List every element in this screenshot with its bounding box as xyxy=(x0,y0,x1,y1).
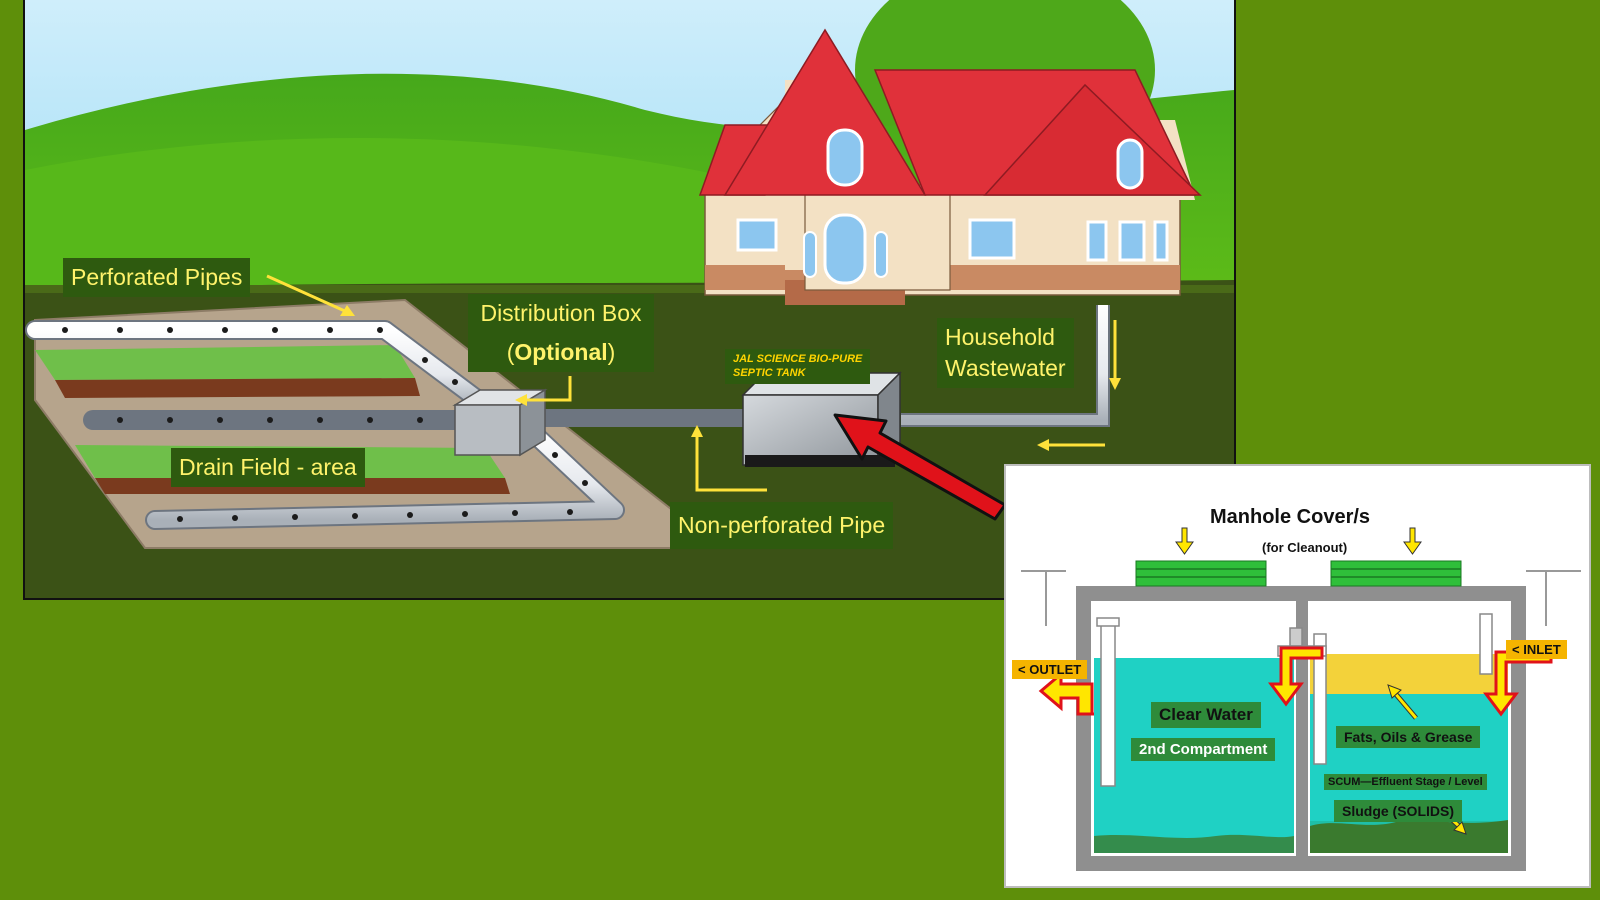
inlet-tag: < INLET xyxy=(1506,640,1567,659)
cross-section-illustration xyxy=(1021,527,1581,871)
tank-brand-label: JAL SCIENCE BIO-PURE SEPTIC TANK xyxy=(725,349,871,384)
household-wastewater-label: Household Wastewater xyxy=(937,318,1074,389)
perforated-pipes-label: Perforated Pipes xyxy=(63,258,251,298)
yellow-flow-arrow xyxy=(266,274,1121,492)
tank-cross-section: Manhole Cover/s (for Cleanout) < OUTLET … xyxy=(1004,464,1591,888)
optional-note: (Optional) xyxy=(476,329,646,368)
scum-label: SCUM—Effluent Stage / Level xyxy=(1324,774,1487,790)
septic-scene: Perforated Pipes Distribution Box (Optio… xyxy=(23,0,1236,600)
optional-close: ) xyxy=(607,339,616,366)
distribution-box-title: Distribution Box xyxy=(480,300,642,326)
sludge-label: Sludge (SOLIDS) xyxy=(1334,800,1462,822)
household-line1: Household xyxy=(945,324,1055,350)
inset-title: Manhole Cover/s xyxy=(1210,506,1371,528)
non-perforated-pipe-label: Non-perforated Pipe xyxy=(670,502,894,550)
distribution-box-label: Distribution Box (Optional) xyxy=(468,294,654,373)
household-line2: Wastewater xyxy=(945,355,1066,382)
house xyxy=(698,28,1202,305)
tank-brand-line2: SEPTIC TANK xyxy=(733,367,806,380)
scene-illustration xyxy=(25,0,1234,598)
tank-brand-line1: JAL SCIENCE BIO-PURE xyxy=(733,353,863,365)
fats-label: Fats, Oils & Grease xyxy=(1336,726,1481,748)
clear-water-label: Clear Water xyxy=(1151,702,1261,728)
inset-subtitle: (for Cleanout) xyxy=(1262,540,1348,555)
red-pointer-arrow-icon xyxy=(833,413,1007,521)
optional-open: ( xyxy=(506,339,515,366)
second-compartment-label: 2nd Compartment xyxy=(1131,738,1276,761)
optional-text: Optional xyxy=(514,339,608,366)
drain-field-label: Drain Field - area xyxy=(171,448,365,488)
outlet-tag: < OUTLET xyxy=(1012,660,1088,679)
